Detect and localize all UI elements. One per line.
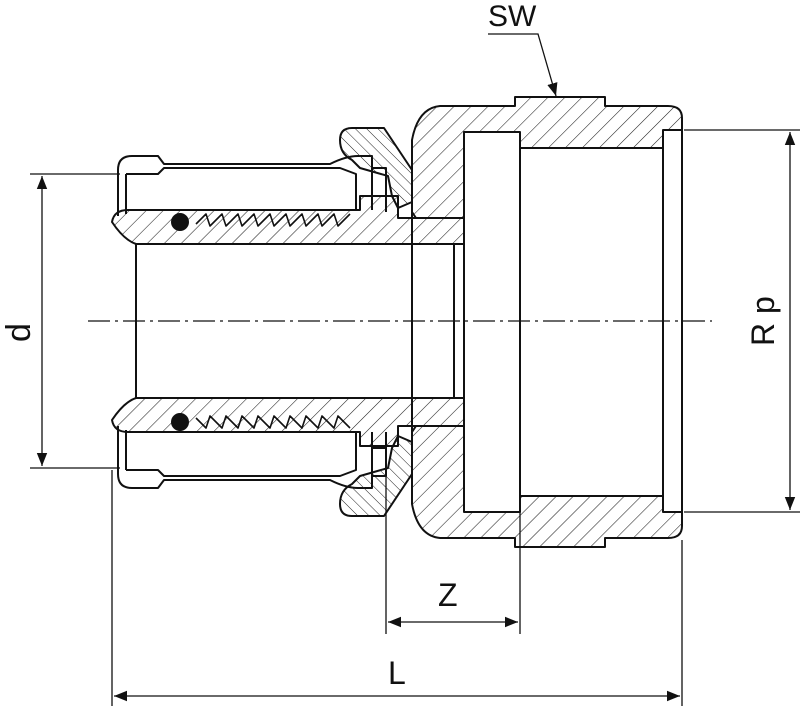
press-sleeve-lower bbox=[117, 426, 373, 489]
sw-leader bbox=[488, 33, 558, 97]
insert-serrations-lower bbox=[195, 415, 351, 429]
sw-label: SW bbox=[488, 0, 537, 33]
o-ring-lower bbox=[171, 413, 189, 431]
insert-serrations-upper bbox=[195, 213, 351, 227]
o-ring-upper bbox=[171, 213, 189, 231]
press-sleeve-inner-lower bbox=[125, 430, 357, 477]
press-sleeve-inner-upper bbox=[125, 167, 357, 214]
ring-pocket-upper bbox=[372, 167, 387, 212]
d-label: d bbox=[0, 323, 38, 342]
press-sleeve-upper bbox=[117, 155, 373, 216]
body-section-lower bbox=[411, 425, 683, 548]
thread-face-lines bbox=[662, 130, 683, 512]
rp-label: R p bbox=[745, 296, 781, 346]
thread-bore bbox=[463, 132, 664, 512]
z-label: Z bbox=[438, 577, 458, 613]
l-label: L bbox=[388, 655, 406, 691]
body-section-upper bbox=[411, 96, 683, 219]
